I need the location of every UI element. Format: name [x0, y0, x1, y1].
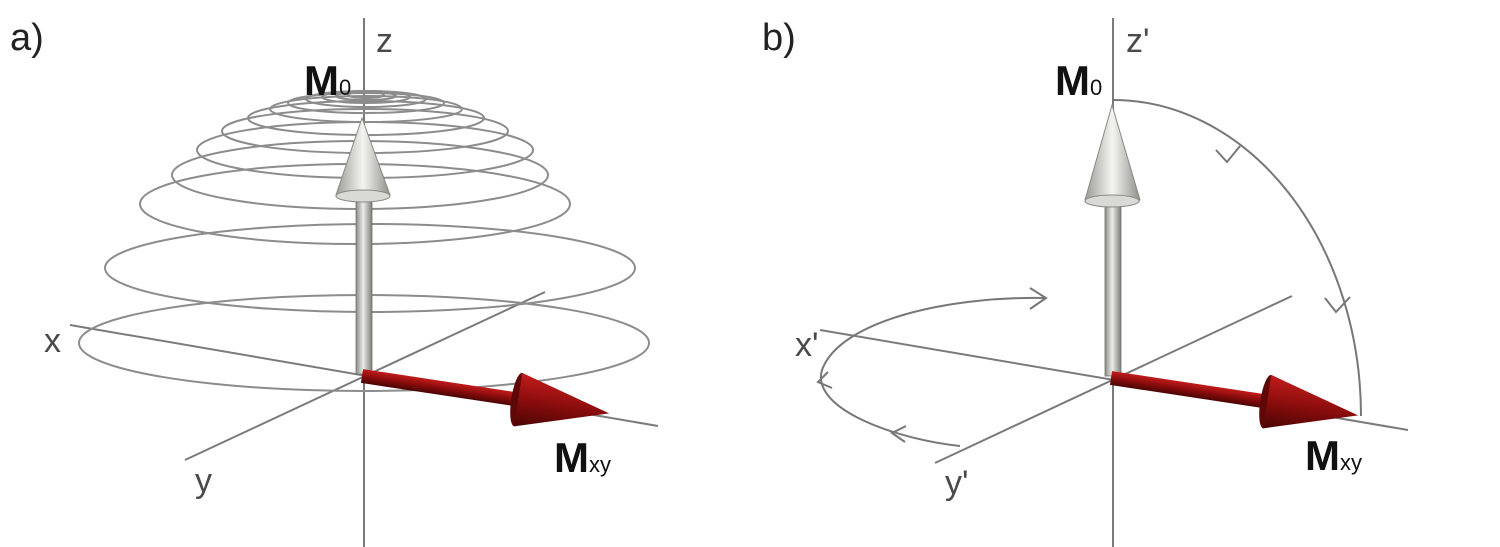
mxy-arrow [1109, 371, 1359, 429]
spiral-turn [347, 91, 385, 99]
arc-arrowhead [1215, 145, 1241, 164]
m0-label: M0 [304, 57, 351, 104]
rotation-arrowhead [1029, 287, 1048, 310]
y-axis-label: y' [945, 464, 969, 502]
mxy-label: Mxy [554, 434, 611, 481]
z-axis-label: z' [1126, 22, 1150, 60]
m0-label: M0 [1055, 57, 1102, 104]
panel-b: b) z' x' y' M0 [762, 17, 1409, 547]
z-axis-label: z [376, 22, 393, 60]
arc-arrowhead [1324, 296, 1351, 314]
panel-a: a) z x y M0 Mxy [10, 17, 659, 547]
rotation-arrowhead [890, 425, 907, 443]
rotation-arrowhead [816, 371, 833, 389]
mxy-label: Mxy [1305, 432, 1362, 479]
spiral-turn [269, 95, 463, 123]
m0-arrow [1084, 103, 1141, 377]
mxy-arrow [360, 369, 610, 427]
nutation-arc [1112, 99, 1362, 417]
panel-label: a) [10, 17, 44, 59]
panel-label: b) [762, 17, 796, 59]
m0-arrow [335, 116, 391, 375]
x-axis-label: x [44, 322, 61, 360]
x-axis-label: x' [795, 326, 819, 364]
rotation-arrow [819, 296, 1047, 447]
y-axis-label: y [195, 462, 212, 500]
